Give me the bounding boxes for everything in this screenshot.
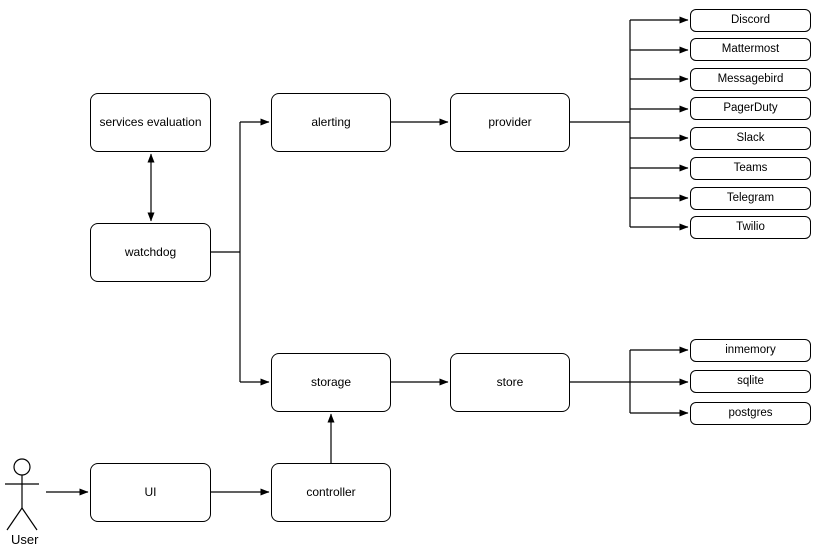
node-provider-discord[interactable]: Discord — [690, 9, 811, 32]
node-store-postgres[interactable]: postgres — [690, 402, 811, 425]
node-provider-slack[interactable]: Slack — [690, 127, 811, 150]
node-ui[interactable]: UI — [90, 463, 211, 522]
node-alerting[interactable]: alerting — [271, 93, 391, 152]
node-provider-messagebird[interactable]: Messagebird — [690, 68, 811, 91]
node-watchdog[interactable]: watchdog — [90, 223, 211, 282]
node-storage[interactable]: storage — [271, 353, 391, 412]
node-provider-twilio[interactable]: Twilio — [690, 216, 811, 239]
user-actor-figure — [5, 458, 39, 531]
node-controller[interactable]: controller — [271, 463, 391, 522]
node-store[interactable]: store — [450, 353, 570, 412]
node-provider-pagerduty[interactable]: PagerDuty — [690, 97, 811, 120]
node-provider-teams[interactable]: Teams — [690, 157, 811, 180]
node-services-evaluation[interactable]: services evaluation — [90, 93, 211, 152]
node-store-sqlite[interactable]: sqlite — [690, 370, 811, 393]
node-provider-telegram[interactable]: Telegram — [690, 187, 811, 210]
node-store-inmemory[interactable]: inmemory — [690, 339, 811, 362]
node-provider[interactable]: provider — [450, 93, 570, 152]
user-actor-label: User — [11, 532, 39, 547]
node-provider-mattermost[interactable]: Mattermost — [690, 38, 811, 61]
